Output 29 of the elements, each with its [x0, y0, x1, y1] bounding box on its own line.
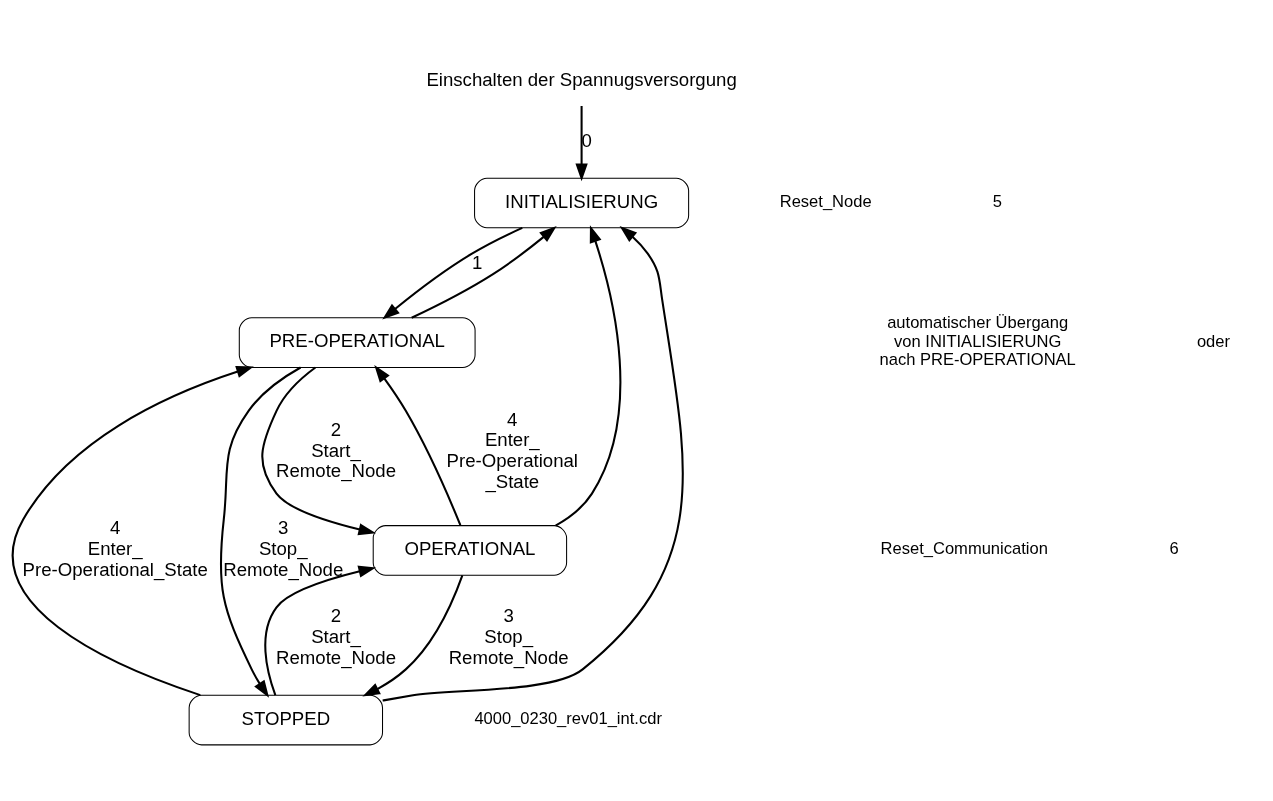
label: 5 — [992, 191, 1002, 211]
label: Reset_Communication — [880, 539, 1048, 559]
label: 4000_0230_rev01_int.cdr — [474, 708, 662, 728]
edge-label: 4 Enter_ Pre-Operational_State — [22, 517, 208, 580]
edge-label: 1 — [471, 251, 483, 273]
node-box: STOPPED — [188, 694, 384, 746]
arrow — [382, 226, 523, 320]
node-text: Einschalten der Spannugsversorgung — [426, 68, 737, 90]
arrow — [374, 364, 462, 526]
edge-label: 2 Start_ Remote_Node — [275, 605, 396, 668]
label: Reset_Node — [779, 191, 872, 211]
arrow — [219, 366, 302, 698]
arrow — [362, 575, 464, 697]
edge-label: 2 Start_ Remote_Node — [275, 419, 396, 482]
arrow — [555, 225, 622, 527]
node-box: OPERATIONAL — [372, 525, 568, 576]
node-box: INITIALISIERUNG — [474, 177, 690, 229]
edge-label: 4 Enter_ Pre-Operational _State — [446, 408, 578, 492]
node-box: PRE-OPERATIONAL — [238, 317, 476, 368]
edge-label: 3 Stop_ Remote_Node — [448, 605, 569, 668]
edge-label: 3 Stop_ Remote_Node — [223, 517, 344, 580]
label: automatischer Übergang von INITIALISIERUNG nach PRE-OPERATIONAL — [879, 312, 1076, 370]
label: oder — [1196, 331, 1230, 351]
arrow — [382, 226, 684, 702]
label: 6 — [1169, 539, 1179, 559]
arrow — [264, 565, 377, 696]
arrow — [411, 226, 557, 319]
arrow — [11, 365, 254, 697]
arrow — [261, 366, 377, 536]
